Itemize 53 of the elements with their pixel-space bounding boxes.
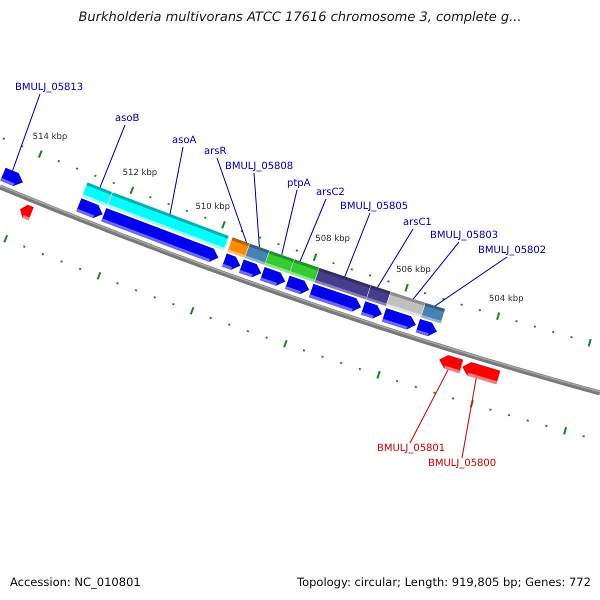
- gene-label: arsC1: [403, 217, 432, 229]
- gene-bar: [421, 303, 445, 324]
- genome-stats-text: Topology: circular; Length: 919,805 bp; Genes: 772: [297, 575, 591, 589]
- map-title: Burkholderia multivorans ATCC 17616 chromosome 3, complete g...: [78, 10, 522, 26]
- scale-label: 510 kbp: [195, 202, 230, 212]
- gene-bar: [108, 192, 229, 250]
- leader-line: [254, 172, 260, 248]
- gene-block: [222, 253, 240, 270]
- gene-label: asoB: [115, 113, 140, 125]
- leader-line: [100, 124, 126, 188]
- gene-bar: [264, 250, 294, 274]
- gene-label: ptpA: [287, 178, 310, 190]
- accession-text: Accession: NC_010801: [10, 575, 141, 589]
- gene-bar: [386, 292, 426, 318]
- scale-label: 506 kbp: [396, 264, 431, 275]
- leader-line: [412, 242, 460, 300]
- gene-block: [416, 319, 437, 336]
- leader-line: [300, 198, 326, 262]
- leader-line: [344, 212, 370, 278]
- gene-label: BMULJ_05813: [15, 82, 84, 94]
- gene-block: [439, 355, 464, 374]
- leader-line: [410, 369, 449, 444]
- gene-block: [360, 301, 382, 318]
- gene-label: BMULJ_05808: [225, 161, 294, 173]
- gene-bar: [244, 244, 270, 265]
- gene-block: [462, 362, 500, 384]
- scale-label: 504 kbp: [488, 294, 524, 304]
- gene-label: BMULJ_05805: [340, 201, 408, 213]
- gene-block: [239, 260, 262, 278]
- gene-bar: [290, 259, 319, 282]
- leader-line: [434, 256, 508, 306]
- gene-label: arsR: [204, 146, 226, 158]
- leader-line: [216, 158, 247, 243]
- gene-label: BMULJ_05801: [377, 443, 446, 455]
- leader-line: [281, 190, 298, 256]
- scale-label: 508 kbp: [315, 234, 350, 244]
- gene-block: [0, 168, 23, 186]
- gene-bar: [228, 237, 250, 258]
- gene-label: BMULJ_05800: [428, 458, 496, 470]
- gene-bar: [366, 285, 390, 306]
- scale-label: 512 kbp: [122, 168, 158, 178]
- gene-block: [20, 204, 34, 220]
- leader-line: [377, 228, 414, 288]
- scale-label: 514 kbp: [32, 132, 68, 142]
- leader-line: [462, 378, 477, 458]
- gene-label: arsC2: [316, 187, 345, 199]
- gene-bar: [314, 268, 371, 300]
- leader-line: [170, 146, 184, 215]
- gene-label: asoA: [172, 135, 196, 147]
- leader-line: [12, 94, 40, 172]
- gene-label: BMULJ_05802: [478, 245, 546, 257]
- gene-bar: [82, 182, 112, 206]
- gene-label: BMULJ_05803: [430, 230, 498, 242]
